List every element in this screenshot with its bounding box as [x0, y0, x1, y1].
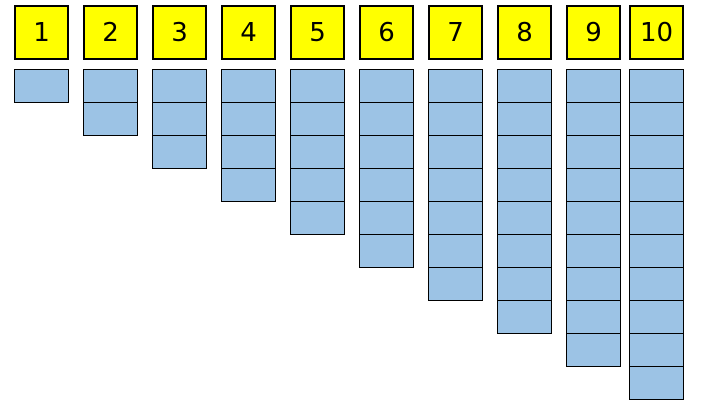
number-label-7: 7 — [428, 5, 483, 60]
unit-block — [629, 201, 684, 235]
unit-block — [221, 168, 276, 202]
unit-block — [359, 102, 414, 136]
unit-block — [629, 102, 684, 136]
unit-block — [290, 102, 345, 136]
unit-block — [566, 69, 621, 103]
unit-block — [629, 333, 684, 367]
unit-block — [14, 69, 69, 103]
number-label-8: 8 — [497, 5, 552, 60]
unit-block — [629, 234, 684, 268]
unit-block — [290, 201, 345, 235]
unit-block — [497, 168, 552, 202]
unit-block — [359, 201, 414, 235]
unit-block — [290, 135, 345, 169]
unit-block — [566, 234, 621, 268]
unit-block — [497, 234, 552, 268]
unit-block — [629, 366, 684, 400]
unit-block — [83, 102, 138, 136]
unit-block — [497, 267, 552, 301]
unit-block — [566, 168, 621, 202]
unit-block — [359, 69, 414, 103]
unit-block — [566, 135, 621, 169]
unit-block — [566, 201, 621, 235]
unit-block — [566, 333, 621, 367]
unit-block — [497, 69, 552, 103]
number-label-3: 3 — [152, 5, 207, 60]
unit-block — [497, 300, 552, 334]
number-label-2: 2 — [83, 5, 138, 60]
unit-block — [629, 267, 684, 301]
unit-block — [497, 201, 552, 235]
unit-block — [629, 168, 684, 202]
unit-block — [290, 69, 345, 103]
number-label-6: 6 — [359, 5, 414, 60]
unit-block — [221, 69, 276, 103]
unit-block — [428, 168, 483, 202]
unit-block — [428, 135, 483, 169]
unit-block — [359, 135, 414, 169]
unit-block — [566, 300, 621, 334]
unit-block — [497, 102, 552, 136]
unit-block — [428, 201, 483, 235]
number-label-10: 10 — [629, 5, 684, 60]
unit-block — [629, 69, 684, 103]
number-label-9: 9 — [566, 5, 621, 60]
unit-block — [152, 69, 207, 103]
unit-block — [221, 102, 276, 136]
unit-block — [152, 102, 207, 136]
unit-block — [290, 168, 345, 202]
unit-block — [428, 102, 483, 136]
unit-block — [566, 267, 621, 301]
unit-block — [221, 135, 276, 169]
unit-block — [629, 135, 684, 169]
number-label-5: 5 — [290, 5, 345, 60]
unit-block — [83, 69, 138, 103]
unit-block — [428, 267, 483, 301]
number-label-1: 1 — [14, 5, 69, 60]
unit-block — [566, 102, 621, 136]
unit-block — [497, 135, 552, 169]
unit-block — [359, 168, 414, 202]
unit-block — [428, 69, 483, 103]
unit-block — [152, 135, 207, 169]
unit-block — [359, 234, 414, 268]
number-label-4: 4 — [221, 5, 276, 60]
unit-block — [629, 300, 684, 334]
unit-block — [428, 234, 483, 268]
